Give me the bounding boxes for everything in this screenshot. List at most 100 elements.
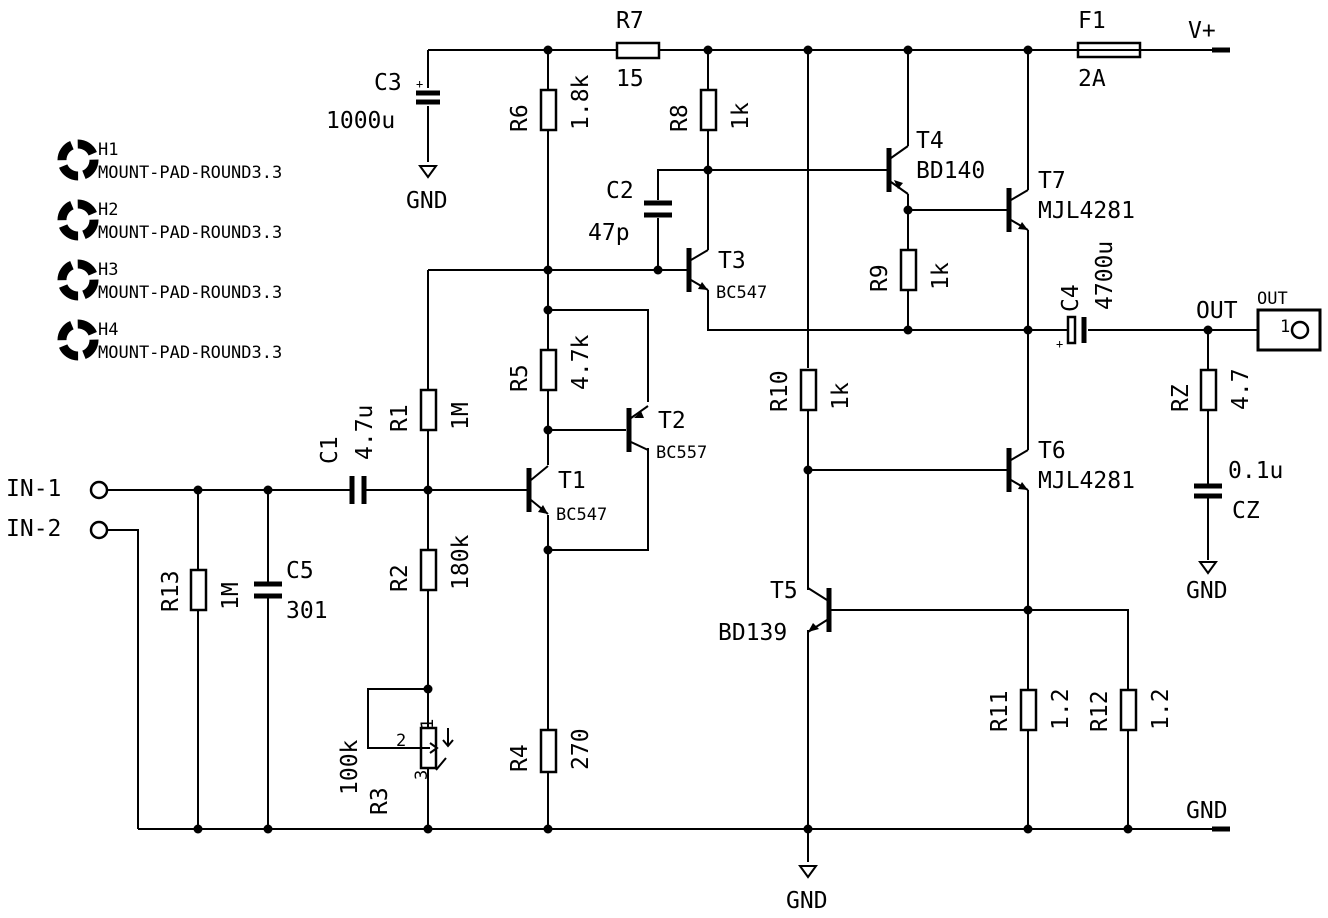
r6-value: 1.8k bbox=[568, 74, 594, 130]
h1-value: MOUNT-PAD-ROUND3.3 bbox=[98, 163, 282, 183]
junction-dot bbox=[543, 45, 553, 55]
h3-value: MOUNT-PAD-ROUND3.3 bbox=[98, 283, 282, 303]
t2-ref: T2 bbox=[658, 408, 686, 434]
resistor-r6-body bbox=[539, 88, 558, 132]
mount-pad-icon bbox=[57, 319, 99, 361]
h4-ref: H4 bbox=[98, 320, 118, 340]
t6-value: MJL4281 bbox=[1038, 468, 1135, 494]
labels: R7 15 F1 2A V+ C3 1000u GND R6 1.8k R8 1… bbox=[6, 8, 1290, 914]
mount-hole-h3 bbox=[57, 259, 99, 301]
r9-value: 1k bbox=[928, 262, 954, 290]
potentiometer-wiper-arrow bbox=[421, 742, 439, 754]
potentiometer-adjust-arrow bbox=[435, 728, 454, 771]
r1-value: 1M bbox=[448, 402, 474, 430]
in2-label: IN-2 bbox=[6, 516, 61, 542]
t4-ref: T4 bbox=[916, 128, 944, 154]
r7-value: 15 bbox=[616, 66, 644, 92]
transistor-t1-leads bbox=[530, 465, 549, 515]
r5-value: 4.7k bbox=[568, 334, 594, 390]
transistor-t2-leads bbox=[630, 405, 649, 451]
t4-value: BD140 bbox=[916, 158, 985, 184]
junction-dot bbox=[803, 465, 813, 475]
junction-dot bbox=[193, 485, 203, 495]
polarity-plus: + bbox=[1056, 337, 1063, 351]
wire bbox=[707, 290, 1068, 331]
resistor-r8-body bbox=[699, 88, 718, 132]
c4-ref: C4 bbox=[1058, 284, 1084, 312]
junction-dot bbox=[1123, 824, 1133, 834]
c2-value: 47p bbox=[588, 220, 630, 246]
h1-ref: H1 bbox=[98, 140, 118, 160]
transistor-t3-arrow bbox=[698, 282, 708, 290]
resistor-r12-body bbox=[1119, 688, 1138, 732]
t6-ref: T6 bbox=[1038, 438, 1066, 464]
junction-dot bbox=[803, 45, 813, 55]
polarity-plus: + bbox=[416, 77, 423, 91]
transistor-t4-arrow bbox=[894, 180, 903, 189]
ground-symbol bbox=[798, 865, 818, 879]
r3-pin1: 1 bbox=[418, 719, 438, 729]
mount-hole-h2 bbox=[57, 199, 99, 241]
junction-dot bbox=[543, 425, 553, 435]
transistor-t2-arrow bbox=[634, 411, 644, 418]
junction-dot bbox=[703, 165, 713, 175]
c3-ref: C3 bbox=[374, 70, 402, 96]
r3-pin3: 3 bbox=[412, 770, 432, 780]
r3-value: 100k bbox=[337, 739, 363, 795]
junction-dot bbox=[543, 824, 553, 834]
transistor-t6-leads bbox=[1010, 449, 1029, 491]
transistor-t4-leads bbox=[890, 145, 909, 195]
resistor-r9-body bbox=[899, 248, 918, 292]
input-terminal-in1[interactable] bbox=[89, 480, 109, 500]
mount-pad-icon bbox=[57, 199, 99, 241]
transistors bbox=[526, 145, 1029, 633]
out-label: OUT bbox=[1196, 298, 1238, 324]
output-connector-pin[interactable] bbox=[1290, 320, 1310, 340]
t7-value: MJL4281 bbox=[1038, 198, 1135, 224]
junction-dot bbox=[263, 824, 273, 834]
t5-value: BD139 bbox=[718, 620, 787, 646]
mount-pad-icon bbox=[57, 139, 99, 181]
wire bbox=[108, 529, 139, 829]
mounting-holes bbox=[57, 139, 99, 361]
mount-pad-icon bbox=[57, 259, 99, 301]
resistor-rz-body bbox=[1199, 368, 1218, 412]
resistors bbox=[189, 41, 1218, 782]
r4-value: 270 bbox=[568, 728, 594, 770]
mount-hole-h1 bbox=[57, 139, 99, 181]
junction-dot bbox=[543, 545, 553, 555]
ground-symbol bbox=[418, 165, 438, 179]
resistor-r10-body bbox=[799, 368, 818, 412]
connectors bbox=[89, 308, 1322, 540]
wire bbox=[548, 309, 649, 402]
junction-dot bbox=[1203, 325, 1213, 335]
c1-ref: C1 bbox=[317, 436, 343, 464]
f1-ref: F1 bbox=[1078, 8, 1106, 34]
junction-dot bbox=[263, 485, 273, 495]
junction-dot bbox=[903, 205, 913, 215]
junction-dot bbox=[703, 45, 713, 55]
capacitor-cz-plate bbox=[1194, 483, 1222, 499]
h2-value: MOUNT-PAD-ROUND3.3 bbox=[98, 223, 282, 243]
output-connector[interactable] bbox=[1256, 308, 1322, 352]
wire bbox=[657, 169, 708, 270]
transistor-t5-leads bbox=[807, 587, 828, 633]
resistor-r5-body bbox=[539, 348, 558, 392]
c1-value: 4.7u bbox=[352, 405, 378, 460]
out-pin-number: 1 bbox=[1280, 317, 1290, 337]
junction-dot bbox=[1023, 605, 1033, 615]
fuse-f1 bbox=[1076, 41, 1230, 832]
r1-ref: R1 bbox=[387, 404, 413, 432]
junction-dot bbox=[803, 824, 813, 834]
junction-dot bbox=[653, 265, 663, 275]
r11-ref: R11 bbox=[987, 690, 1013, 732]
input-terminal-in2[interactable] bbox=[89, 520, 109, 540]
r13-value: 1M bbox=[218, 582, 244, 610]
junction-dot bbox=[903, 45, 913, 55]
junction-dot bbox=[543, 305, 553, 315]
transistor-t5-arrow bbox=[808, 623, 819, 632]
gnd-label: GND bbox=[1186, 578, 1228, 604]
capacitor-c5-plate bbox=[254, 581, 282, 599]
ground-symbol bbox=[1198, 561, 1218, 575]
